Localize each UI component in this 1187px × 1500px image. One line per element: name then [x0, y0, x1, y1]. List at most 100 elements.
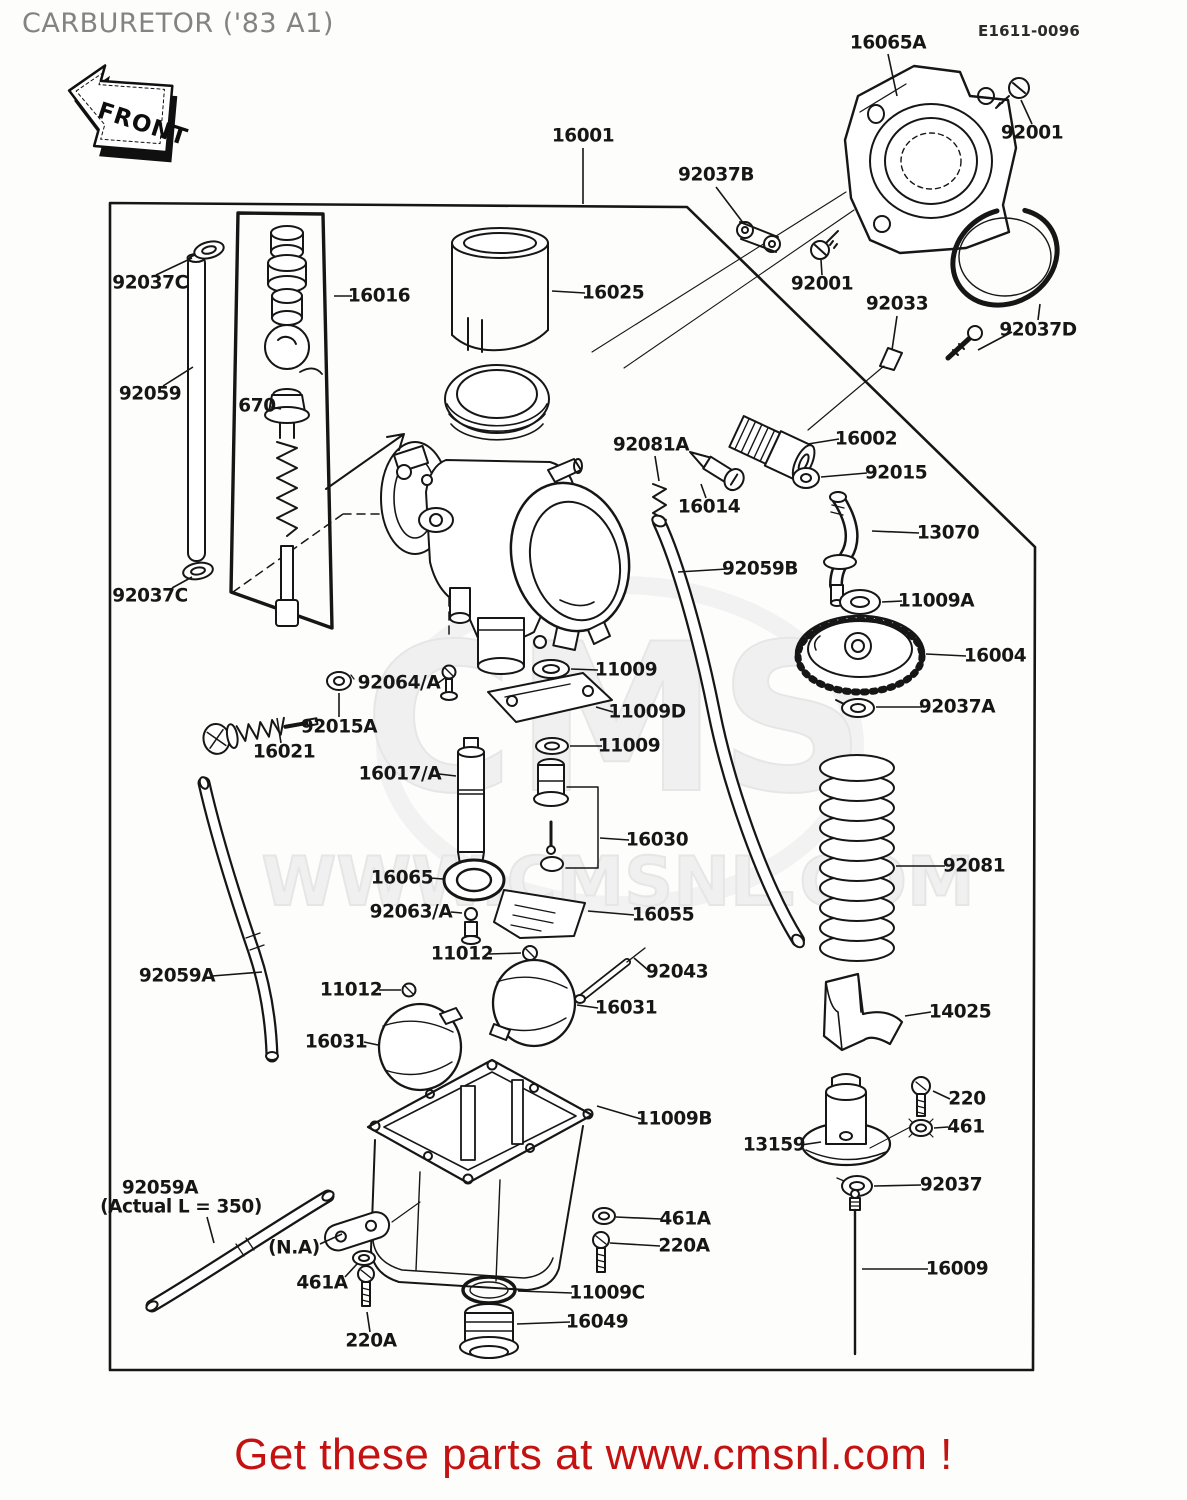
leader-line — [609, 1242, 661, 1247]
starter-plunger-16002 — [728, 415, 820, 489]
leader-line — [633, 957, 649, 971]
front-direction-badge: FRONT — [67, 64, 191, 163]
leader-line — [891, 315, 898, 351]
float-16031-right — [489, 958, 577, 1048]
leader-line — [366, 1311, 371, 1333]
nut-92015a — [326, 671, 355, 691]
leader-line — [977, 331, 1013, 351]
clamp-92037b — [736, 221, 781, 253]
tube-92059b — [651, 514, 805, 949]
footer-promo-text: Get these parts at www.cmsnl.com ! — [234, 1430, 953, 1479]
holder-carburetor-16065a — [843, 64, 1018, 255]
float-16031-left — [377, 1002, 463, 1092]
leader-line — [576, 1004, 599, 1009]
leader-line — [344, 1263, 358, 1278]
leader-line — [319, 1233, 343, 1245]
leader-line — [887, 53, 898, 97]
leader-line — [904, 1011, 932, 1017]
leader-line — [437, 677, 446, 684]
clamp-ring-92037d — [945, 206, 1060, 361]
leader-line — [700, 483, 707, 499]
leader-line — [206, 1216, 215, 1244]
leader-line — [171, 576, 193, 589]
screw-11012-left — [401, 982, 417, 998]
tube-92059 — [182, 240, 225, 581]
holder-14025 — [822, 972, 904, 1052]
washer-461 — [908, 1118, 934, 1138]
leader-line — [551, 290, 586, 294]
clip-461a-left — [352, 1250, 376, 1266]
screw-220 — [911, 1076, 931, 1117]
plate-11009d — [487, 672, 613, 723]
float-pin-92043 — [574, 947, 646, 1004]
leader-line — [596, 1105, 642, 1120]
leader-line — [1020, 99, 1033, 125]
cap-16004 — [794, 614, 926, 696]
leader-line — [654, 455, 660, 482]
leader-line — [715, 186, 745, 225]
leader-line — [488, 952, 522, 955]
leader-line — [363, 1041, 379, 1046]
leader-line — [429, 877, 444, 880]
leader-line — [587, 910, 635, 916]
carburetor-body-16001 — [325, 364, 631, 675]
slide-16025 — [451, 227, 549, 353]
screw-220a-right — [592, 1231, 610, 1273]
screw-92064a — [440, 664, 458, 701]
oring-11009c — [461, 1275, 517, 1305]
screw-220a-left — [357, 1265, 375, 1307]
bearing-16065 — [442, 858, 506, 902]
leader-line — [517, 1290, 573, 1294]
leader-line — [270, 406, 282, 410]
pipe-13070 — [823, 491, 859, 607]
leader-line — [599, 837, 630, 841]
bracket-16055 — [493, 889, 586, 939]
spring-92081 — [819, 754, 895, 962]
leader-line — [807, 438, 840, 445]
screw-16021 — [202, 716, 319, 755]
drawing-number: E1611-0096 — [978, 22, 1080, 40]
screw-11012-top — [522, 945, 538, 961]
leader-line — [438, 773, 457, 777]
leader-line — [155, 257, 193, 276]
screw-92001-left — [810, 230, 839, 260]
washer-11009-bottom — [535, 737, 569, 755]
clip-92037a — [835, 698, 875, 718]
washer-11009a — [839, 589, 881, 615]
gasket-11009b — [366, 1058, 594, 1185]
leader-line — [595, 706, 614, 713]
leader-line — [932, 1090, 951, 1100]
leader-line — [211, 971, 263, 977]
tube-92059a-upper — [197, 776, 279, 1063]
leader-line — [570, 668, 599, 671]
watermark-brand: CMS — [364, 601, 866, 839]
holder-16017a — [457, 737, 485, 874]
diagram-outer-box — [108, 201, 1037, 1372]
tube-92059a-lower — [145, 1189, 335, 1313]
starter-kit-box-16016 — [229, 211, 334, 630]
leader-line — [615, 1216, 662, 1220]
nut-461a-right — [592, 1207, 616, 1225]
washer-11009-top — [532, 659, 570, 679]
leader-lines-layer — [155, 53, 1041, 1333]
leader-line — [677, 568, 728, 573]
fastener-92063a — [461, 907, 481, 945]
diagram-line-art: FRONT — [67, 64, 1060, 1372]
leader-line — [276, 717, 282, 744]
leader-line — [933, 1126, 949, 1129]
jet-needle-screw-16014 — [689, 451, 745, 492]
page-title: CARBURETOR ('83 A1) — [22, 8, 334, 39]
leader-line — [800, 1141, 822, 1146]
leader-line — [450, 911, 463, 914]
leader-line — [820, 259, 823, 276]
screw-92001-top — [995, 77, 1030, 109]
starter-13159 — [800, 1073, 917, 1167]
leader-line — [162, 366, 194, 387]
leader-line — [516, 1321, 571, 1325]
leader-line — [873, 1184, 922, 1187]
bracket-92033 — [807, 347, 903, 431]
jet-needle-16009 — [849, 1189, 861, 1356]
leader-line — [820, 472, 868, 478]
